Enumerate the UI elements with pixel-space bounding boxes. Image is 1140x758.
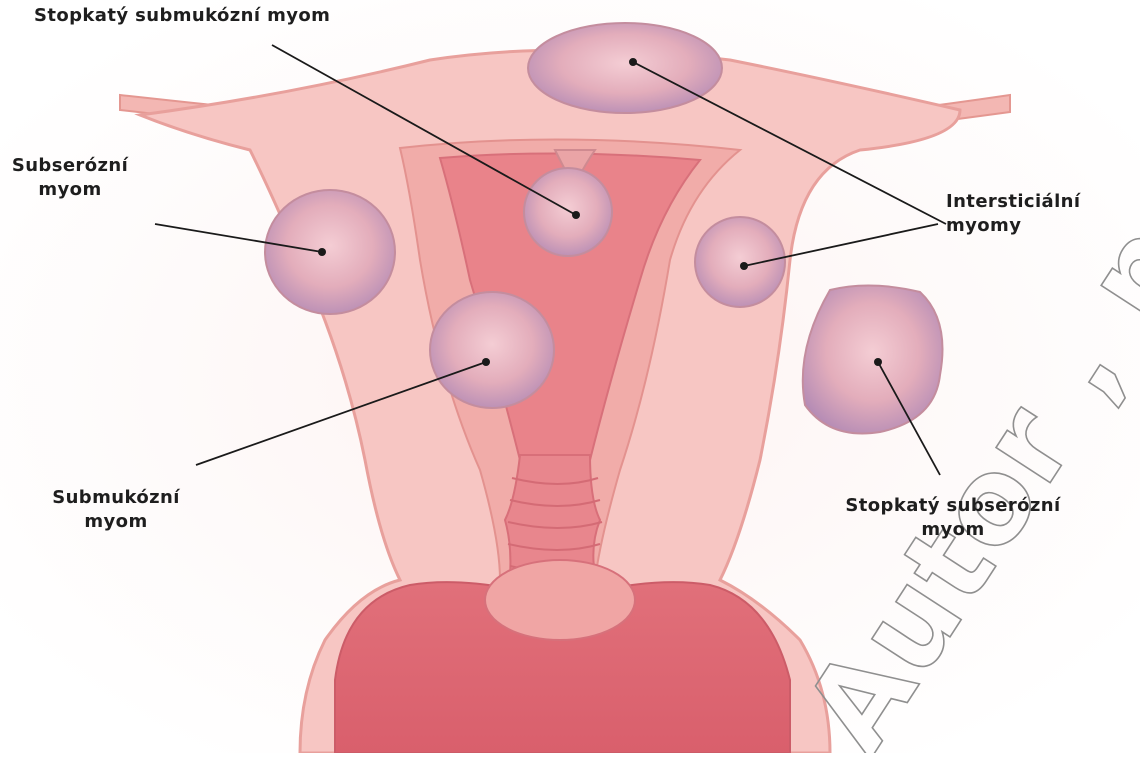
label-line-2: myom (10, 178, 130, 202)
label-line-2: myomy (946, 214, 1080, 238)
label-line-1: Submukózní (46, 486, 186, 510)
label-line-1: Intersticiální (946, 190, 1080, 214)
fibroid-stopkaty-submukozni (524, 168, 612, 256)
fibroid-subserozni (265, 190, 395, 314)
fibroid-intersticialni-top (528, 23, 722, 113)
label-text: Stopkatý submukózní myom (34, 5, 330, 26)
label-stopkaty-subserozni-myom: Stopkatý subserózní myom (818, 494, 1088, 543)
label-stopkaty-submukozni-myom: Stopkatý submukózní myom (34, 4, 330, 28)
label-line-1: Stopkatý subserózní (818, 494, 1088, 518)
label-line-1: Subserózní (10, 154, 130, 178)
fibroid-intersticialni-side (695, 217, 785, 307)
label-intersticialni-myomy: Intersticiální myomy (946, 190, 1080, 239)
fibroid-stopkaty-subserozni (803, 285, 943, 433)
label-line-2: myom (46, 510, 186, 534)
label-subserozni-myom: Subserózní myom (10, 154, 130, 203)
label-line-2: myom (818, 518, 1088, 542)
label-submukozni-myom: Submukózní myom (46, 486, 186, 535)
fibroid-submukozni (430, 292, 554, 408)
